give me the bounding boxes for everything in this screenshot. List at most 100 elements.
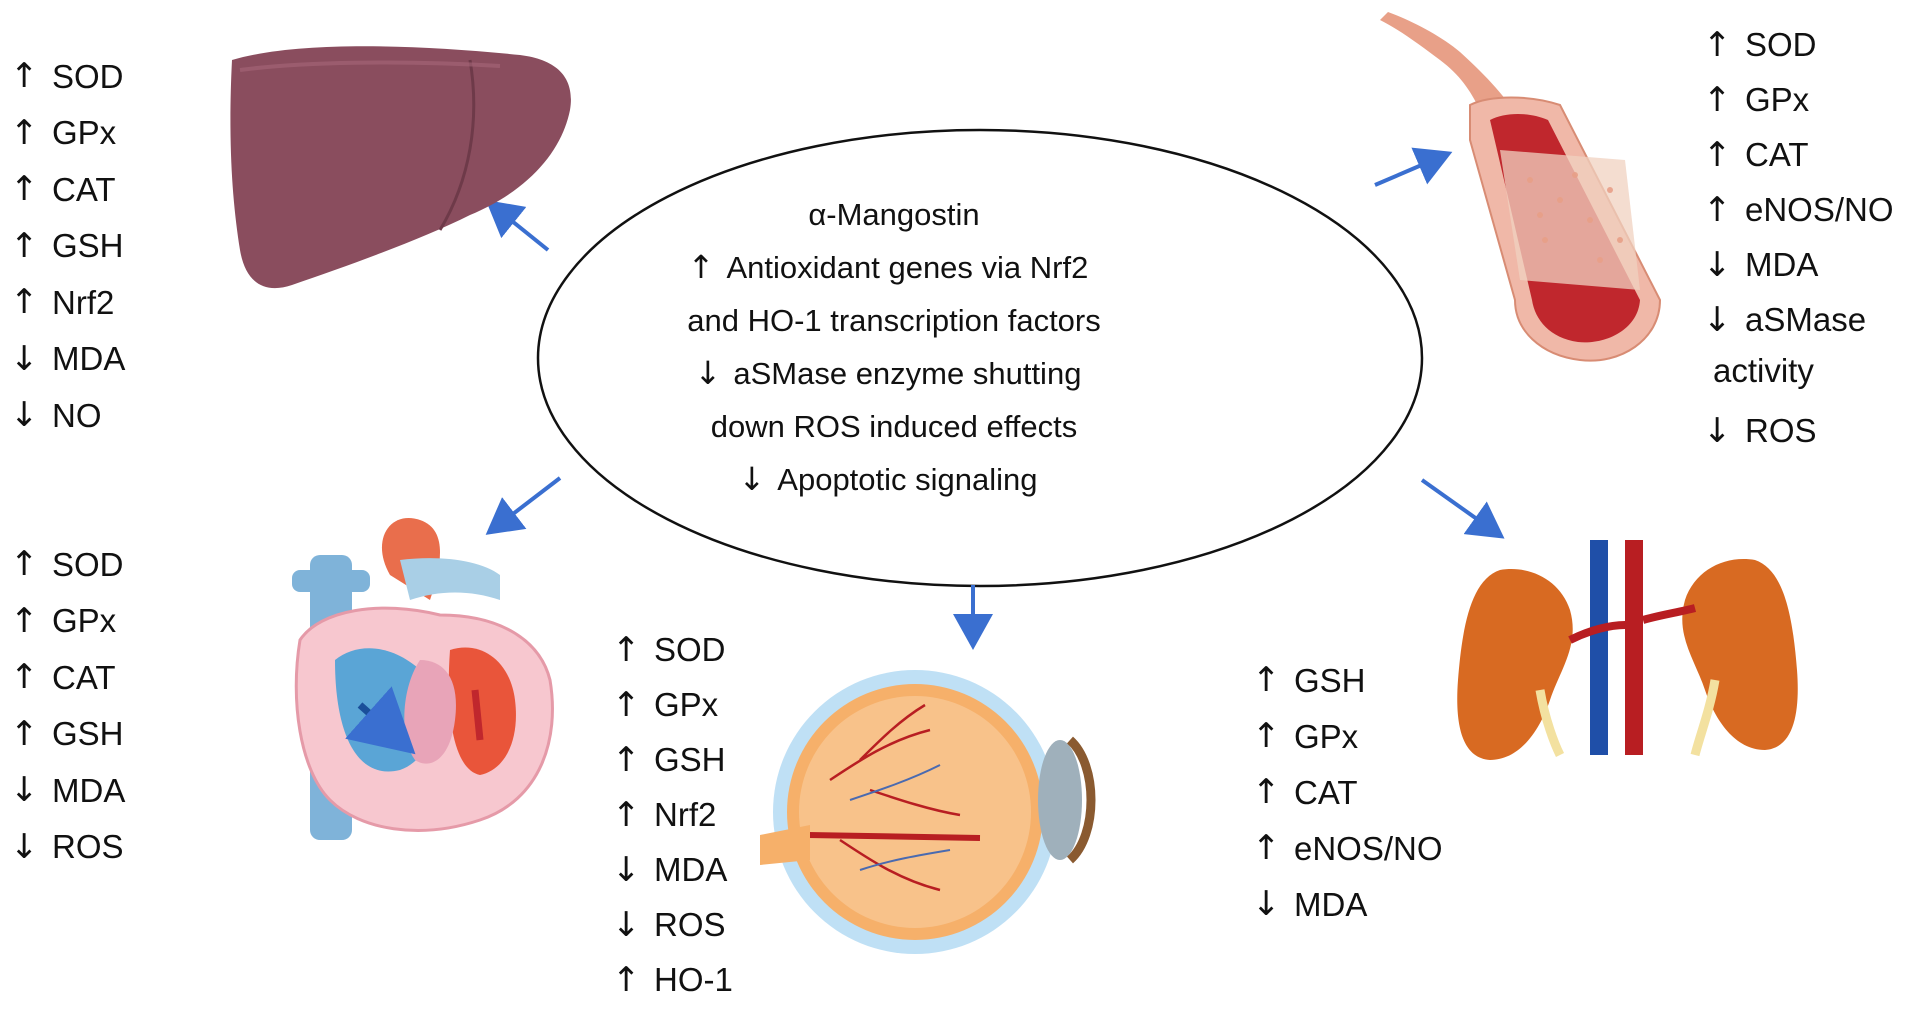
list-item: ↑ GSH xyxy=(10,218,125,275)
down-arrow-icon: ↓ xyxy=(10,826,39,867)
eye-marker-list: ↑SOD ↑GPx ↑GSH ↑Nrf2 ↓MDA ↓ROS ↑HO-1 xyxy=(612,622,733,1007)
list-item: ↓MDA xyxy=(1252,876,1443,932)
marker-label: CAT xyxy=(52,170,116,208)
center-line-text: Apoptotic signaling xyxy=(777,462,1038,497)
up-arrow-icon: ↑ xyxy=(1703,24,1732,65)
heart-marker-list: ↑SOD ↑GPx ↑CAT ↑GSH ↓MDA ↓ROS xyxy=(10,536,125,875)
marker-label: GSH xyxy=(52,715,124,753)
down-arrow-icon: ↓ xyxy=(10,338,39,379)
up-arrow-icon: ↑ xyxy=(10,56,39,97)
list-item: ↑SOD xyxy=(10,536,125,593)
center-line: and HO-1 transcription factors xyxy=(438,294,1338,347)
marker-label: Nrf2 xyxy=(654,796,717,833)
up-arrow-icon: ↑ xyxy=(1252,772,1281,812)
up-arrow-icon: ↑ xyxy=(1703,134,1732,175)
list-item: ↑ CAT xyxy=(1252,764,1443,820)
up-arrow-icon: ↑ xyxy=(10,282,39,323)
heart-illustration xyxy=(292,518,554,840)
marker-label: MDA xyxy=(52,340,126,378)
marker-label: eNOS/NO xyxy=(1294,829,1443,867)
down-arrow-icon: ↓ xyxy=(612,904,641,945)
marker-label: activity xyxy=(1713,351,1814,389)
arrow-to-vessel xyxy=(1374,147,1453,187)
up-arrow-icon: ↑ xyxy=(10,112,39,153)
down-arrow-icon: ↓ xyxy=(10,395,39,436)
list-item: ↑ eNOS/NO xyxy=(1252,820,1443,876)
up-arrow-icon: ↑ xyxy=(10,225,39,266)
marker-label: SOD xyxy=(654,631,726,668)
down-arrow-icon: ↓ xyxy=(1703,299,1732,340)
list-item: ↓ROS xyxy=(1703,403,1894,458)
center-line-text: down ROS induced effects xyxy=(710,409,1078,444)
list-item-continuation: activity xyxy=(1703,347,1894,393)
liver-marker-list: ↑SOD ↑GPx ↑ CAT ↑ GSH ↑ Nrf2 ↓ MDA ↓NO xyxy=(10,48,125,444)
marker-label: GPx xyxy=(1745,81,1810,118)
list-item: ↑ CAT xyxy=(1703,127,1894,182)
list-item: ↑SOD xyxy=(10,48,125,105)
list-item: ↓aSMase xyxy=(1703,292,1894,347)
list-item: ↑ CAT xyxy=(10,649,125,706)
up-arrow-icon: ↑ xyxy=(1252,660,1281,700)
down-arrow-icon: ↓ xyxy=(738,460,766,498)
up-arrow-icon: ↑ xyxy=(1252,716,1281,756)
list-item: ↑GPx xyxy=(10,105,125,162)
list-item: ↑GSH xyxy=(612,732,733,787)
list-item: ↑eNOS/NO xyxy=(1703,182,1894,237)
up-arrow-icon: ↑ xyxy=(10,544,39,585)
center-line: ↓ Apoptotic signaling xyxy=(438,453,1338,506)
list-item: ↑GSH xyxy=(1252,652,1443,708)
center-line-text: α-Mangostin xyxy=(808,197,980,232)
arrow-to-liver xyxy=(485,199,550,252)
kidney-illustration xyxy=(1457,540,1798,760)
kidney-marker-list: ↑GSH ↑ GPx ↑ CAT ↑ eNOS/NO ↓MDA xyxy=(1252,652,1443,932)
up-arrow-icon: ↑ xyxy=(612,959,641,1000)
up-arrow-icon: ↑ xyxy=(612,684,641,725)
list-item: ↓MDA xyxy=(1703,237,1894,292)
center-line-text: Antioxidant genes via Nrf2 xyxy=(726,250,1089,285)
list-item: ↑ Nrf2 xyxy=(10,274,125,331)
center-line: ↑Antioxidant genes via Nrf2 xyxy=(438,241,1338,294)
center-line: down ROS induced effects xyxy=(438,400,1338,453)
center-line: ↓aSMase enzyme shutting xyxy=(438,347,1338,400)
list-item: ↑ GPx xyxy=(10,593,125,650)
marker-label: MDA xyxy=(52,771,126,809)
list-item: ↓ MDA xyxy=(10,331,125,388)
up-arrow-icon: ↑ xyxy=(10,657,39,698)
center-line-text: and HO-1 transcription factors xyxy=(687,303,1101,338)
list-item: ↑ GSH xyxy=(10,706,125,763)
list-item: ↓MDA xyxy=(612,842,733,897)
up-arrow-icon: ↑ xyxy=(10,713,39,754)
liver-illustration xyxy=(230,46,571,289)
center-line: α-Mangostin xyxy=(438,188,1338,241)
list-item: ↑ GPx xyxy=(1252,708,1443,764)
center-summary: α-Mangostin ↑Antioxidant genes via Nrf2 … xyxy=(438,188,1338,506)
list-item: ↓NO xyxy=(10,387,125,444)
marker-label: HO-1 xyxy=(654,961,733,998)
down-arrow-icon: ↓ xyxy=(1703,410,1732,451)
marker-label: CAT xyxy=(1294,773,1358,811)
marker-label: GPx xyxy=(654,686,719,723)
up-arrow-icon: ↑ xyxy=(612,794,641,835)
up-arrow-icon: ↑ xyxy=(10,600,39,641)
marker-label: GSH xyxy=(654,741,726,778)
up-arrow-icon: ↑ xyxy=(10,169,39,210)
vessel-illustration xyxy=(1380,12,1662,362)
list-item: ↑SOD xyxy=(612,622,733,677)
marker-label: GSH xyxy=(52,227,124,265)
vessel-marker-list: ↑SOD ↑GPx ↑CAT ↑eNOS/NO ↓MDA ↓aSMase act… xyxy=(1703,17,1894,458)
list-item: ↓MDA xyxy=(10,762,125,819)
center-line-text: aSMase enzyme shutting xyxy=(733,356,1082,391)
marker-label: CAT xyxy=(1745,136,1809,173)
up-arrow-icon: ↑ xyxy=(1252,828,1281,868)
marker-label: GPx xyxy=(1294,717,1359,755)
up-arrow-icon: ↑ xyxy=(1703,189,1732,230)
arrow-to-heart xyxy=(485,476,562,535)
marker-label: CAT xyxy=(52,658,116,696)
central-ellipse xyxy=(536,128,1424,588)
list-item: ↑ GPx xyxy=(612,677,733,732)
marker-label: GPx xyxy=(52,602,117,640)
eye-illustration xyxy=(760,670,1096,954)
down-arrow-icon: ↓ xyxy=(1703,244,1732,285)
list-item: ↑GPx xyxy=(1703,72,1894,127)
marker-label: Nrf2 xyxy=(52,283,115,321)
